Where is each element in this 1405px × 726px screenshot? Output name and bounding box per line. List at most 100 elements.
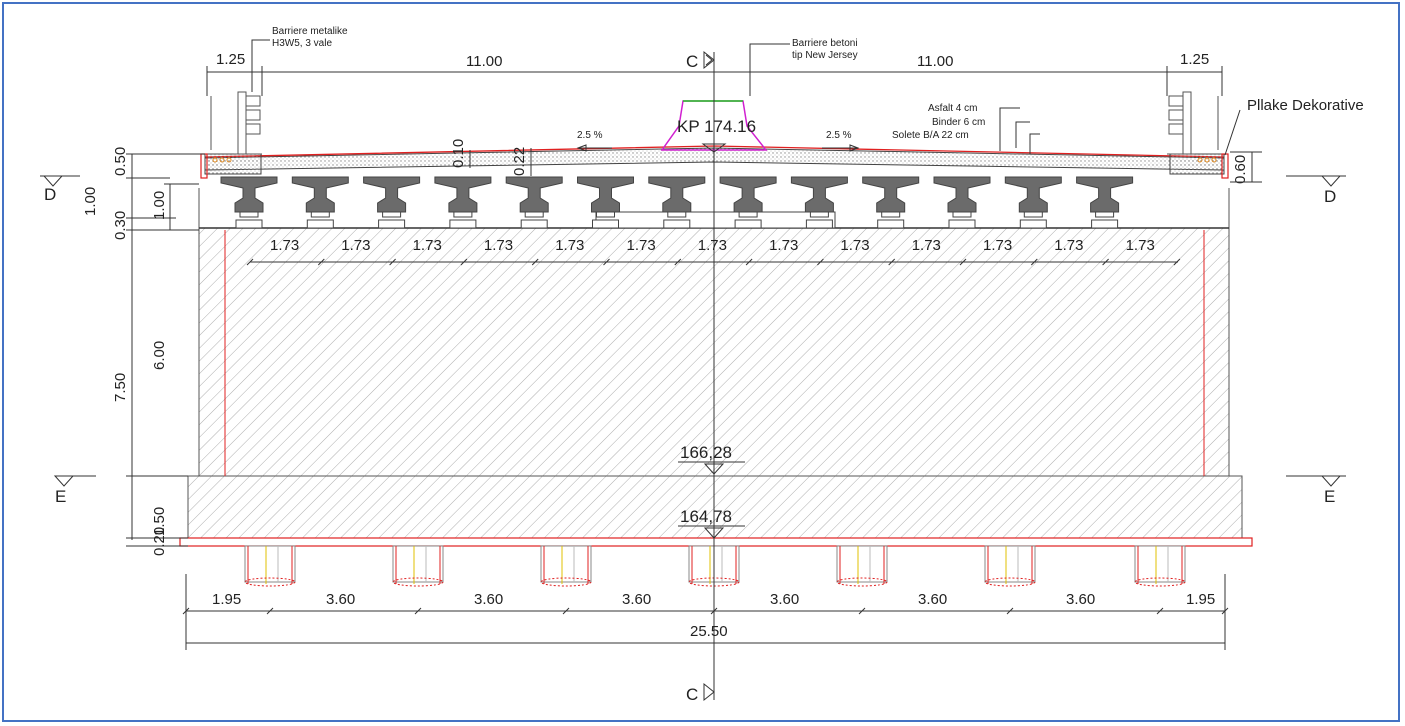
beam-spacing-label: 1.73 [769, 237, 798, 254]
slope-left: 2.5 % [577, 130, 603, 141]
deck-dim-thin: 0.10 [450, 139, 467, 168]
left-dim-beam: 1.00 [151, 191, 168, 220]
slope-right: 2.5 % [826, 130, 852, 141]
beam-dim-tick [745, 258, 753, 266]
girder [1076, 176, 1134, 229]
girder [862, 176, 920, 229]
left-dim-total: 7.50 [112, 373, 129, 402]
beam-spacing-label: 1.73 [555, 237, 584, 254]
beam-dim-tick [888, 258, 896, 266]
pile [540, 545, 592, 587]
top-dim-3: 11.00 [917, 53, 953, 70]
girder [434, 176, 492, 229]
pile-spacing-label: 3.60 [622, 591, 651, 608]
pile-dim-tick [1156, 607, 1164, 615]
asphalt-label: Asfalt 4 cm [928, 103, 977, 114]
elevation-cap-top: 166,28 [680, 443, 732, 462]
pile-spacing-label: 3.60 [474, 591, 503, 608]
pile [392, 545, 444, 587]
pile-dim-tick [710, 607, 718, 615]
girder [648, 176, 706, 229]
footing [187, 475, 1243, 539]
pile [244, 545, 296, 587]
beam-spacing-label: 1.73 [1054, 237, 1083, 254]
beam-spacing-label: 1.73 [484, 237, 513, 254]
slab-label: Solete B/A 22 cm [892, 130, 969, 141]
elevation-footing-top: 164,78 [680, 507, 732, 526]
beam-spacing-label: 1.73 [912, 237, 941, 254]
left-dim-footing: 1.50 [151, 507, 168, 536]
pile-dim-tick [562, 607, 570, 615]
girder [719, 176, 777, 229]
kp-label: KP 174.16 [677, 117, 756, 136]
right-curb [1169, 153, 1225, 175]
beam-spacing-label: 1.73 [341, 237, 370, 254]
top-dim-1: 1.25 [216, 51, 245, 68]
pile-dim-tick [266, 607, 274, 615]
beam-spacing-label: 1.73 [413, 237, 442, 254]
total-width: 25.50 [690, 623, 728, 640]
beam-spacing-label: 1.73 [698, 237, 727, 254]
girders [220, 176, 1134, 229]
beam-spacing-label: 1.73 [270, 237, 299, 254]
left-dim-deck: 1.00 [82, 187, 99, 216]
pile-dim-tick [182, 607, 190, 615]
barrier-concrete-label-2: tip New Jersey [792, 50, 858, 61]
central-plinth [595, 211, 836, 229]
girder [220, 176, 278, 229]
pile [836, 545, 888, 587]
section-mark-d-right: D [1324, 187, 1336, 206]
left-dim-wall: 6.00 [151, 341, 168, 370]
pile-dim-tick [1006, 607, 1014, 615]
beam-dim-tick [959, 258, 967, 266]
section-mark-d-left: D [44, 185, 56, 204]
pile-spacing-label: 1.95 [212, 591, 241, 608]
top-dim-2: 11.00 [466, 53, 502, 70]
beam-dim-tick [531, 258, 539, 266]
piles [244, 545, 1186, 587]
deck-dim-thick: 0.22 [511, 147, 528, 176]
left-dim-seat: 0.30 [112, 211, 129, 240]
girder [291, 176, 349, 229]
left-dim-blinding: 0.20 [151, 527, 168, 556]
left-dim-top: 0.50 [112, 147, 129, 176]
beam-dim-tick [1173, 258, 1181, 266]
girder [933, 176, 991, 229]
girder [1004, 176, 1062, 229]
beam-dim-tick [317, 258, 325, 266]
pile [984, 545, 1036, 587]
barrier-metal-label-2: H3W5, 3 vale [272, 38, 332, 49]
barrier-concrete-label-1: Barriere betoni [792, 38, 858, 49]
pile-dim-tick [858, 607, 866, 615]
girder [790, 176, 848, 229]
beam-spacing-label: 1.73 [983, 237, 1012, 254]
girder [505, 176, 563, 229]
blinding-layer [179, 537, 1253, 547]
decorative-label: Pllake Dekorative [1247, 97, 1364, 114]
beam-dim-tick [389, 258, 396, 266]
pile-dim-tick [414, 607, 422, 615]
binder-label: Binder 6 cm [932, 117, 985, 128]
metal-barrier-right [1167, 91, 1195, 155]
beam-dim-tick [603, 258, 610, 266]
girder [577, 176, 634, 229]
section-mark-c-top: C [686, 52, 698, 71]
deck-dim-right: 0.60 [1232, 155, 1249, 184]
beam-dim-tick [1102, 258, 1109, 266]
pile-spacing-label: 3.60 [326, 591, 355, 608]
left-curb [204, 153, 262, 175]
girder [363, 176, 421, 229]
pile-spacing-label: 1.95 [1186, 591, 1215, 608]
section-mark-c-bottom: C [686, 685, 698, 704]
beam-dim-tick [817, 258, 824, 266]
metal-barrier-left [234, 91, 262, 155]
beam-spacing-label: 1.73 [840, 237, 869, 254]
section-mark-e-left: E [55, 487, 66, 506]
top-dim-4: 1.25 [1180, 51, 1209, 68]
pile-spacing-label: 3.60 [1066, 591, 1095, 608]
pile-spacing-label: 3.60 [770, 591, 799, 608]
barrier-metal-label-1: Barriere metalike [272, 26, 348, 37]
beam-spacing-label: 1.73 [1126, 237, 1155, 254]
